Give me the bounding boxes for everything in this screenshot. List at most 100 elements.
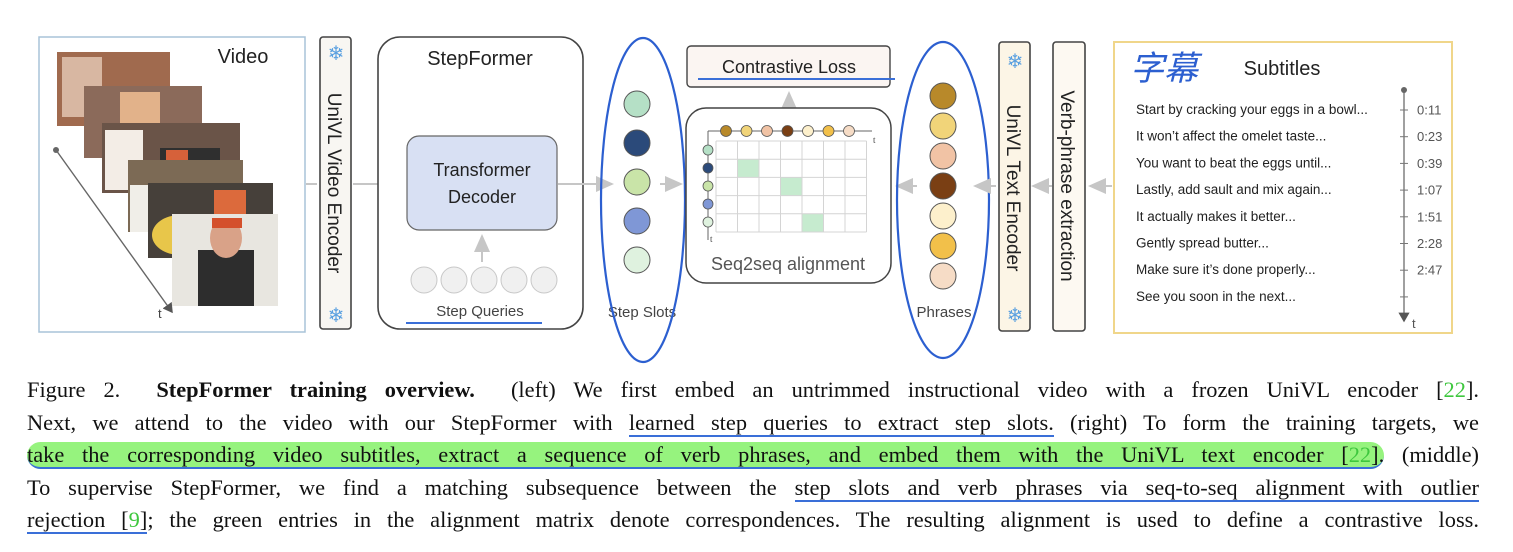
subtitle-line: Make sure it’s done properly...	[1136, 262, 1316, 277]
transformer-decoder	[406, 135, 558, 231]
phrase-circle	[929, 82, 957, 110]
subtitles-title: Subtitles	[1244, 58, 1321, 80]
caption-text: ; the green entries in the alignment mat…	[147, 507, 1479, 532]
matrix-slot-dot	[702, 180, 714, 192]
matrix-axis-t: t	[710, 234, 713, 244]
caption-line-4: To supervise StepFormer, we find a match…	[27, 472, 1480, 505]
step-slots-label: Step Slots	[608, 304, 676, 321]
caption-text: (left) We first embed an untrimmed instr…	[510, 377, 1444, 402]
contrastive-loss: Contrastive Loss	[686, 45, 895, 88]
decoder-label-line1: Transformer	[433, 160, 530, 180]
univl-text-encoder: ❄ ❄ UniVL Text Encoder	[998, 41, 1031, 332]
subtitles-panel: 字幕 Subtitles t Start by cracking your eg…	[1113, 41, 1453, 334]
phrase-circle	[929, 142, 957, 170]
univl-video-encoder: ❄ ❄ UniVL Video Encoder	[319, 36, 352, 330]
alignment-match-cell	[737, 159, 759, 178]
subtitle-line: You want to beat the eggs until...	[1136, 155, 1331, 170]
subtitle-line: Start by cracking your eggs in a bowl...	[1136, 102, 1368, 117]
subtitle-line: It actually makes it better...	[1136, 209, 1296, 224]
step-queries-label: Step Queries	[436, 303, 524, 320]
handwritten-note: 字幕	[1130, 50, 1203, 88]
matrix-slot-dot	[702, 162, 714, 174]
subtitle-timestamp: 1:51	[1417, 209, 1442, 224]
caption-title: StepFormer training overview.	[156, 377, 475, 402]
snowflake-icon: ❄	[328, 305, 345, 327]
video-axis-t: t	[158, 306, 162, 321]
verb-phrase-extraction: Verb-phrase extraction	[1052, 41, 1086, 332]
figure-diagram: Video t ❄ ❄ UniVL Vi	[38, 36, 1453, 364]
phrase-circle	[929, 112, 957, 140]
caption-text: To supervise StepFormer, we find a match…	[27, 474, 795, 500]
highlighted-text: take the corresponding video subtitles, …	[27, 442, 1385, 469]
step-slots: Step Slots	[599, 36, 687, 364]
caption-line-2: Next, we attend to the video with our St…	[27, 407, 1479, 440]
caption-text: Next, we attend to the video with our St…	[27, 409, 629, 435]
video-frames	[57, 52, 278, 306]
snowflake-icon: ❄	[1007, 51, 1024, 73]
video-encoder-label: UniVL Video Encoder	[323, 93, 344, 274]
text-encoder-label: UniVL Text Encoder	[1002, 105, 1023, 273]
subtitle-line: Lastly, add sault and mix again...	[1136, 182, 1332, 197]
caption-line-5: rejection [9]; the green entries in the …	[27, 504, 1479, 537]
citation-link[interactable]: 22	[1348, 442, 1372, 467]
citation-link[interactable]: 22	[1443, 377, 1466, 402]
snowflake-icon: ❄	[1007, 305, 1024, 327]
step-slot-circle	[623, 168, 651, 196]
matrix-axis-t: t	[873, 135, 876, 145]
subtitle-timestamp: 0:23	[1417, 129, 1442, 144]
annotation-ellipse	[895, 40, 991, 360]
annotated-text: step slots and verb phrases via seq-to-s…	[794, 474, 1480, 502]
subtitle-line: It won’t affect the omelet taste...	[1136, 129, 1326, 144]
annotation-ellipse	[599, 36, 687, 364]
matrix-phrase-dot	[740, 125, 753, 137]
alignment-match-cell	[802, 213, 824, 232]
citation-link[interactable]: 9	[128, 507, 140, 532]
step-slot-circle	[623, 129, 651, 157]
matrix-phrase-dot	[720, 125, 732, 137]
annotated-text: learned step queries to extract step slo…	[628, 409, 1054, 437]
caption-text: ].	[1465, 377, 1479, 402]
caption-text: (middle)	[1384, 442, 1479, 467]
matrix-phrase-dot	[802, 125, 814, 137]
matrix-phrase-dot	[781, 125, 794, 137]
matrix-phrase-dot	[761, 125, 773, 137]
caption-line-1: Figure 2. StepFormer training overview. …	[27, 374, 1479, 407]
subtitle-timestamp: 1:07	[1417, 183, 1442, 198]
phrases-label: Phrases	[916, 304, 971, 321]
phrase-circle	[929, 232, 957, 260]
stepformer-block: StepFormer Transformer Decoder Step Quer…	[377, 36, 584, 330]
figure-number: Figure 2.	[27, 377, 121, 402]
annotated-text: rejection [9]	[27, 507, 148, 534]
subtitle-timestamp: 0:39	[1417, 156, 1442, 171]
matrix-slot-dot	[702, 216, 714, 228]
video-panel: Video t	[38, 36, 306, 333]
step-slot-circle	[623, 90, 651, 118]
snowflake-icon: ❄	[328, 43, 345, 65]
matrix-slot-dot	[702, 198, 714, 210]
step-slot-circle	[623, 207, 651, 235]
matrix-slot-dot	[702, 144, 714, 156]
decoder-label-line2: Decoder	[448, 187, 516, 207]
caption-line-3: take the corresponding video subtitles, …	[27, 439, 1479, 472]
phrase-circle	[929, 202, 957, 230]
subtitle-line: See you soon in the next...	[1136, 289, 1296, 304]
phrase-circle	[929, 262, 957, 290]
stepformer-title: StepFormer	[427, 48, 533, 70]
step-query-circles	[410, 266, 558, 294]
subtitle-line: Gently spread butter...	[1136, 236, 1269, 251]
caption-text: (right) To form the training targets, we	[1053, 409, 1479, 435]
video-label: Video	[218, 46, 269, 68]
verb-phrase-label: Verb-phrase extraction	[1056, 90, 1077, 281]
phrases: Phrases	[895, 40, 991, 360]
subtitle-timestamp: 0:11	[1417, 103, 1441, 118]
subtitles-axis-t: t	[1412, 316, 1416, 331]
contrastive-loss-label: Contrastive Loss	[722, 57, 856, 77]
phrase-circle	[929, 172, 957, 200]
figure-caption: Figure 2. StepFormer training overview. …	[27, 374, 1480, 537]
alignment-match-cell	[780, 177, 802, 196]
seq2seq-alignment: tt Seq2seq alignment	[685, 107, 892, 284]
matrix-phrase-dot	[822, 125, 835, 137]
step-slot-circle	[623, 246, 651, 274]
subtitle-timestamp: 2:47	[1417, 263, 1442, 278]
subtitle-timestamp: 2:28	[1417, 236, 1442, 251]
